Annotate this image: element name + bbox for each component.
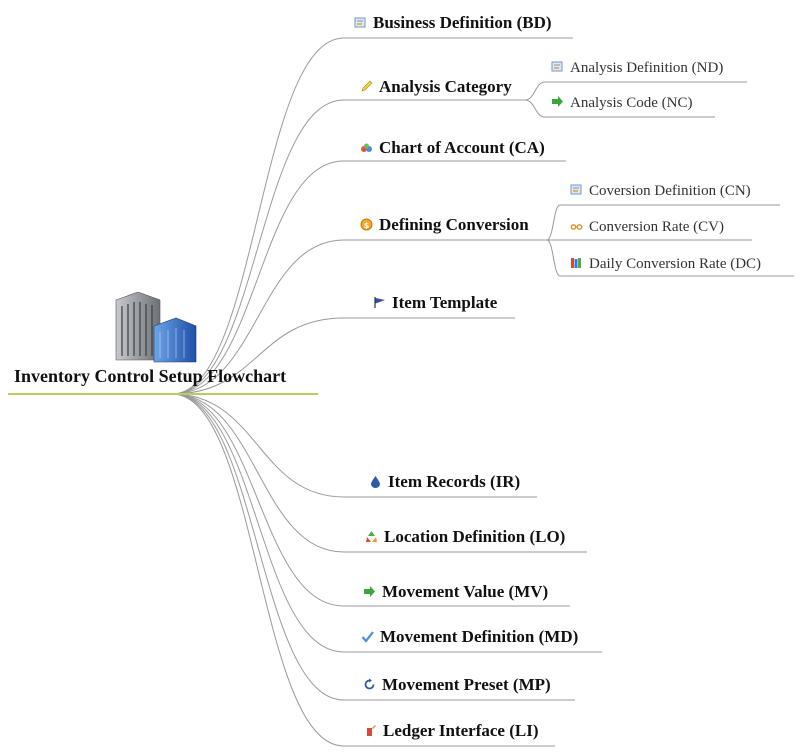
- node-analysis-definition[interactable]: Analysis Definition (ND): [551, 59, 723, 77]
- flag-icon: [374, 297, 385, 308]
- connector-line: [524, 99, 546, 118]
- connector-line: [171, 393, 345, 701]
- glasses-icon: [570, 224, 583, 230]
- node-label: Business Definition (BD): [373, 13, 552, 32]
- chart-icon: [361, 143, 372, 152]
- node-label: Movement Definition (MD): [380, 627, 579, 646]
- recycle-icon: [366, 531, 377, 542]
- node-movement-value[interactable]: Movement Value (MV): [363, 582, 548, 602]
- edit-form-icon: [551, 61, 563, 72]
- connector-line: [171, 239, 345, 395]
- edit-form-icon: [354, 17, 366, 28]
- node-analysis-category[interactable]: Analysis Category: [360, 77, 512, 97]
- ledger-icon: [367, 725, 376, 736]
- node-analysis-code[interactable]: Analysis Code (NC): [551, 94, 693, 112]
- node-business-definition[interactable]: Business Definition (BD): [354, 13, 552, 33]
- node-label: Conversion Rate (CV): [589, 219, 724, 235]
- node-item-template[interactable]: Item Template: [373, 293, 497, 313]
- node-conversion-rate[interactable]: Conversion Rate (CV): [570, 218, 724, 236]
- connector-line: [171, 317, 345, 395]
- green-arrow-icon: [552, 96, 563, 107]
- coin-icon: $: [360, 218, 373, 231]
- connector-line: [171, 99, 345, 395]
- office-building-icon: [115, 292, 197, 363]
- node-label: Defining Conversion: [379, 215, 529, 234]
- node-label: Movement Value (MV): [382, 582, 549, 601]
- node-label: Movement Preset (MP): [382, 675, 551, 694]
- node-coversion-definition[interactable]: Coversion Definition (CN): [570, 182, 751, 200]
- node-item-records[interactable]: Item Records (IR): [369, 472, 520, 492]
- node-label: Analysis Code (NC): [570, 95, 693, 111]
- drop-icon: [371, 476, 380, 488]
- green-arrow-icon: [364, 586, 375, 597]
- node-label: Coversion Definition (CN): [589, 183, 751, 199]
- svg-text:$: $: [364, 221, 370, 230]
- connector-line: [171, 393, 345, 747]
- connector-line: [171, 393, 345, 553]
- checkmark-icon: [361, 631, 374, 643]
- node-label: Analysis Category: [379, 77, 512, 96]
- connector-line: [171, 393, 345, 653]
- refresh-icon: [364, 678, 375, 690]
- node-label: Daily Conversion Rate (DC): [589, 256, 762, 272]
- node-label: Item Template: [392, 293, 498, 312]
- connector-line: [546, 204, 561, 241]
- node-ledger-interface[interactable]: Ledger Interface (LI): [364, 721, 538, 741]
- node-label: Ledger Interface (LI): [383, 721, 539, 740]
- node-defining-conversion[interactable]: $ Defining Conversion: [360, 215, 529, 235]
- node-location-definition[interactable]: Location Definition (LO): [365, 527, 565, 547]
- connector-line: [524, 81, 546, 101]
- node-movement-definition[interactable]: Movement Definition (MD): [361, 627, 578, 647]
- edit-form-icon: [570, 184, 582, 195]
- node-label: Analysis Definition (ND): [570, 60, 724, 76]
- node-label: Location Definition (LO): [384, 527, 566, 546]
- connector-line: [171, 393, 345, 607]
- pencil-icon: [361, 80, 373, 92]
- node-daily-conversion-rate[interactable]: Daily Conversion Rate (DC): [570, 255, 761, 273]
- node-label: Item Records (IR): [388, 472, 521, 491]
- node-movement-preset[interactable]: Movement Preset (MP): [363, 675, 551, 695]
- connector-line: [171, 160, 345, 395]
- node-chart-of-account[interactable]: Chart of Account (CA): [360, 138, 545, 158]
- root-title: Inventory Control Setup Flowchart: [14, 366, 287, 386]
- node-label: Chart of Account (CA): [379, 138, 545, 157]
- connector-line: [546, 239, 561, 277]
- connector-line: [171, 393, 345, 498]
- books-icon: [571, 258, 581, 268]
- connector-line: [171, 37, 345, 395]
